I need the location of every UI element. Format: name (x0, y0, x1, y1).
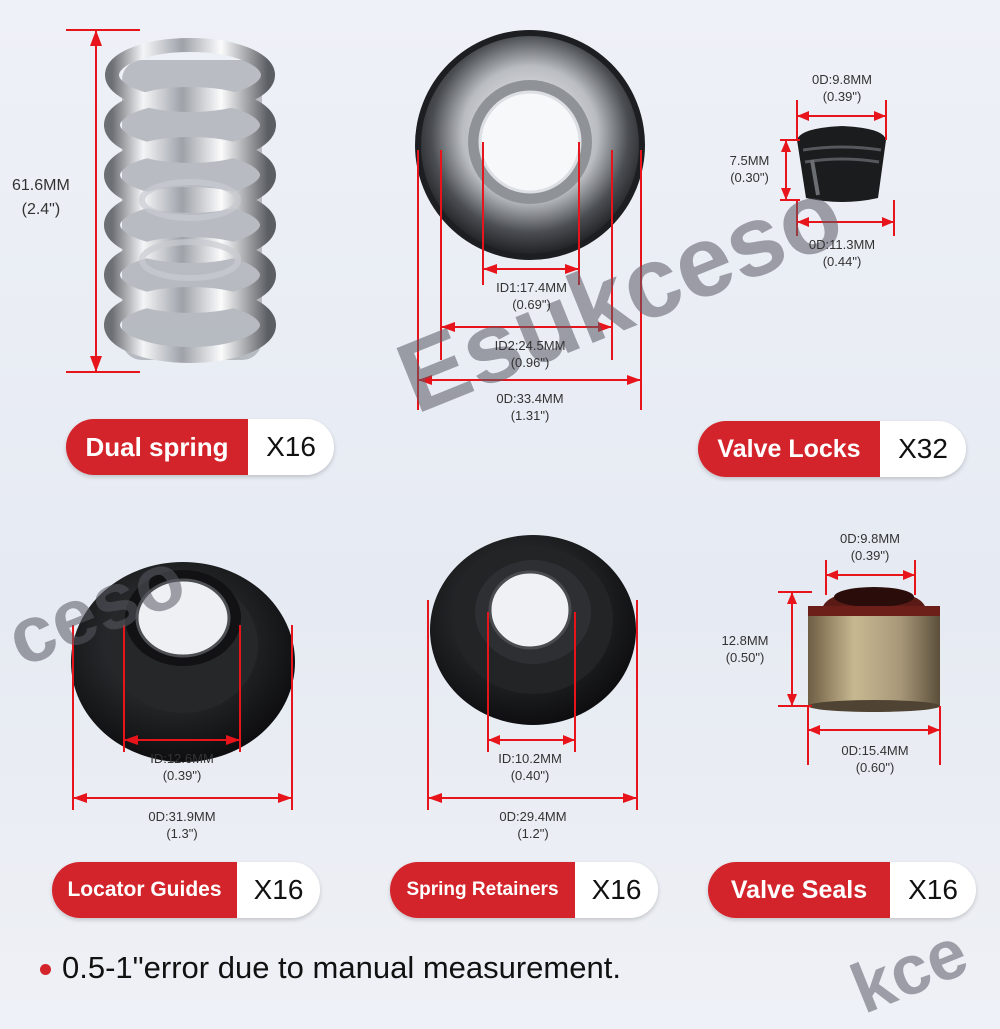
measurement-note: 0.5-1"error due to manual measurement. (62, 950, 621, 985)
seal-od-top-in: (0.39") (850, 548, 890, 563)
lock-height-mm: 7.5MM (729, 153, 770, 168)
retainer-od-in: (1.2") (517, 826, 549, 841)
product-artwork (66, 29, 941, 810)
lock-od-top-mm: 0D:9.8MM (812, 72, 872, 87)
lock-od-bottom-in: (0.44") (822, 254, 862, 269)
dual-spring-image (104, 38, 276, 363)
lock-od-bottom-mm: 0D:11.3MM (808, 237, 876, 252)
part-label: Spring Retainers (390, 862, 575, 918)
lock-od-top-in: (0.39") (822, 89, 862, 104)
part-label: Locator Guides (52, 862, 237, 918)
spring-height-mm: 61.6MM (12, 177, 70, 194)
retainer-id-in: (0.40") (510, 768, 550, 783)
lock-od-top-label: 0D:9.8MM (0.39") (792, 71, 892, 105)
washer-id1-in: (0.69") (512, 297, 551, 312)
seal-od-top-label: 0D:9.8MM (0.39") (820, 530, 920, 564)
guide-id-mm: ID:12.6MM (150, 751, 214, 766)
lock-height-label: 7.5MM (0.30") (722, 152, 777, 186)
guide-id-in: (0.39") (162, 768, 202, 783)
washer-od-label: 0D:33.4MM (1.31") (480, 390, 580, 424)
retainer-id-mm: ID:10.2MM (498, 751, 562, 766)
spring-seat-image (415, 30, 645, 260)
washer-id2-mm: ID2:24.5MM (494, 338, 566, 353)
retainer-od-mm: 0D:29.4MM (499, 809, 567, 824)
guide-id-label: ID:12.6MM (0.39") (132, 750, 232, 784)
washer-od-in: (1.31") (510, 408, 550, 423)
retainer-id-label: ID:10.2MM (0.40") (480, 750, 580, 784)
valve-seal-image (808, 587, 940, 712)
part-pill-spring-retainers: Spring Retainers X16 (390, 862, 658, 918)
part-pill-valve-seals: Valve Seals X16 (708, 862, 976, 918)
washer-id2-in: (0.96") (510, 355, 550, 370)
part-pill-locator-guides: Locator Guides X16 (52, 862, 320, 918)
seal-od-bottom-label: 0D:15.4MM (0.60") (825, 742, 925, 776)
guide-od-in: (1.3") (166, 826, 198, 841)
washer-id2-label: ID2:24.5MM (0.96") (480, 337, 580, 371)
part-label: Dual spring (66, 419, 248, 475)
dimension-lines (66, 29, 941, 810)
lock-od-bottom-label: 0D:11.3MM (0.44") (792, 236, 892, 270)
spring-retainer-image (430, 535, 636, 725)
seal-height-label: 12.8MM (0.50") (716, 632, 774, 666)
retainer-od-label: 0D:29.4MM (1.2") (483, 808, 583, 842)
washer-id1-mm: ID1:17.4MM (496, 280, 567, 295)
guide-od-label: 0D:31.9MM (1.3") (132, 808, 232, 842)
guide-od-mm: 0D:31.9MM (148, 809, 216, 824)
part-qty: X16 (237, 862, 320, 918)
spring-height-label: 61.6MM (2.4") (12, 174, 70, 222)
seal-od-bottom-mm: 0D:15.4MM (841, 743, 909, 758)
valve-lock-image (797, 126, 886, 202)
bullet-icon (40, 964, 51, 975)
washer-id1-label: ID1:17.4MM (0.69") (484, 279, 579, 313)
seal-height-mm: 12.8MM (721, 633, 769, 648)
seal-height-in: (0.50") (725, 650, 765, 665)
part-qty: X32 (880, 421, 966, 477)
spring-height-in: (2.4") (21, 201, 61, 218)
part-qty: X16 (575, 862, 658, 918)
seal-od-bottom-in: (0.60") (855, 760, 895, 775)
part-qty: X16 (890, 862, 976, 918)
lock-height-in: (0.30") (730, 170, 769, 185)
part-label: Valve Seals (708, 862, 890, 918)
part-label: Valve Locks (698, 421, 880, 477)
part-pill-valve-locks: Valve Locks X32 (698, 421, 966, 477)
part-qty: X16 (248, 419, 334, 475)
seal-od-top-mm: 0D:9.8MM (840, 531, 900, 546)
washer-od-mm: 0D:33.4MM (496, 391, 564, 406)
part-pill-dual-spring: Dual spring X16 (66, 419, 334, 475)
